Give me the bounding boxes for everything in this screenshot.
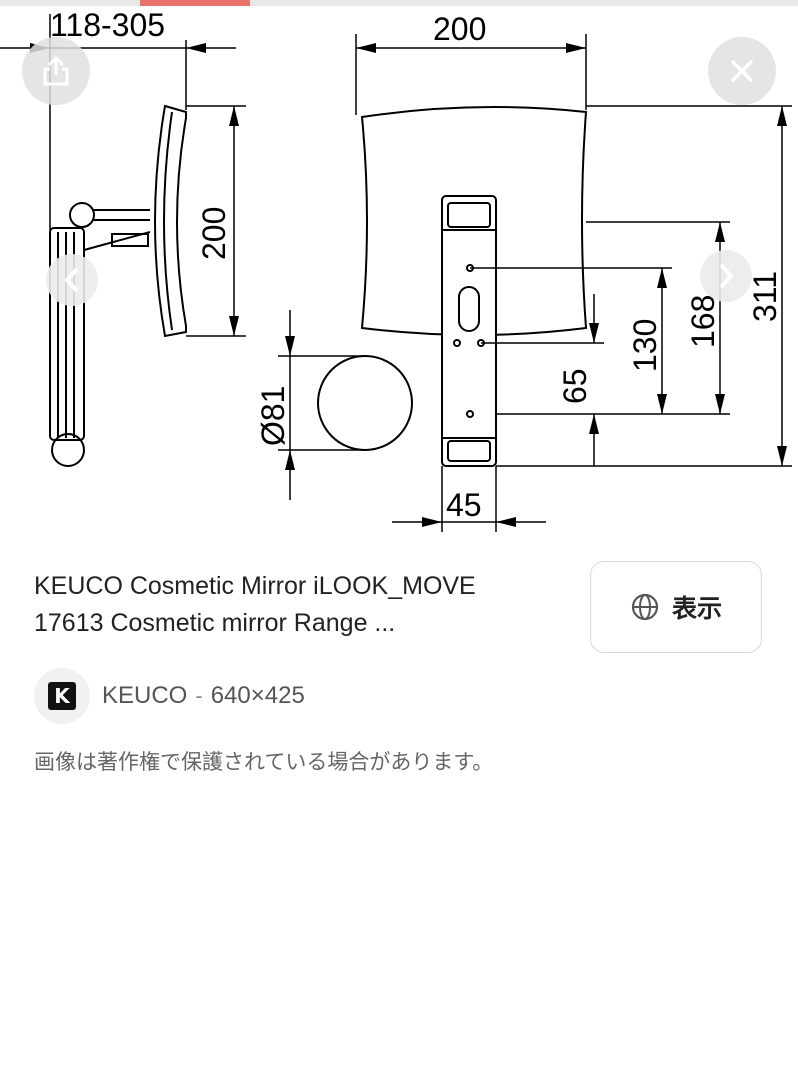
result-title[interactable]: KEUCO Cosmetic Mirror iLOOK_MOVE 17613 C… — [34, 568, 564, 642]
dim-label-side-height: 200 — [196, 207, 232, 260]
previous-image-button[interactable] — [46, 254, 98, 306]
copyright-notice: 画像は著作権で保護されている場合があります。 — [34, 750, 494, 774]
top-progress-bar — [0, 0, 798, 6]
dim-label-65: 65 — [557, 368, 593, 404]
source-logo: K — [48, 682, 76, 710]
dim-label-118-305: 118-305 — [50, 7, 165, 43]
source-avatar: K — [34, 668, 90, 724]
close-icon — [730, 59, 754, 83]
dim-label-311: 311 — [747, 271, 783, 322]
chevron-left-icon — [64, 267, 79, 293]
image-size: 640×425 — [210, 682, 305, 709]
view-button[interactable]: 表示 — [590, 561, 762, 653]
globe-icon — [631, 593, 659, 621]
dim-label-168: 168 — [685, 295, 721, 348]
next-image-button[interactable] — [700, 250, 752, 302]
dim-label-diameter: Ø81 — [255, 386, 291, 446]
round-mirror — [317, 355, 413, 451]
dim-label-bottom-width: 45 — [446, 487, 482, 523]
side-base-knob — [51, 433, 85, 467]
view-button-label: 表示 — [671, 595, 722, 623]
share-icon — [43, 55, 69, 86]
share-button[interactable] — [22, 37, 90, 105]
source-info[interactable]: K KEUCO - 640×425 — [34, 668, 305, 724]
technical-drawing: 118-305 200 200 Ø81 65 130 168 311 45 — [0, 7, 792, 532]
close-button[interactable] — [708, 37, 776, 105]
dim-label-top-width: 200 — [433, 11, 486, 47]
source-name: KEUCO — [102, 682, 188, 709]
image-viewer[interactable]: 118-305 200 200 Ø81 65 130 168 311 45 — [0, 6, 798, 540]
chevron-right-icon — [719, 263, 734, 289]
result-title-line2: 17613 Cosmetic mirror Range ... — [34, 609, 396, 637]
front-mirror — [360, 106, 588, 336]
active-image-indicator — [140, 0, 250, 6]
result-title-line1: KEUCO Cosmetic Mirror iLOOK_MOVE — [34, 572, 476, 600]
dim-label-130: 130 — [627, 319, 663, 372]
side-mirror-profile — [154, 104, 187, 338]
side-wall-bar — [49, 227, 85, 441]
source-separator: - — [195, 683, 203, 708]
